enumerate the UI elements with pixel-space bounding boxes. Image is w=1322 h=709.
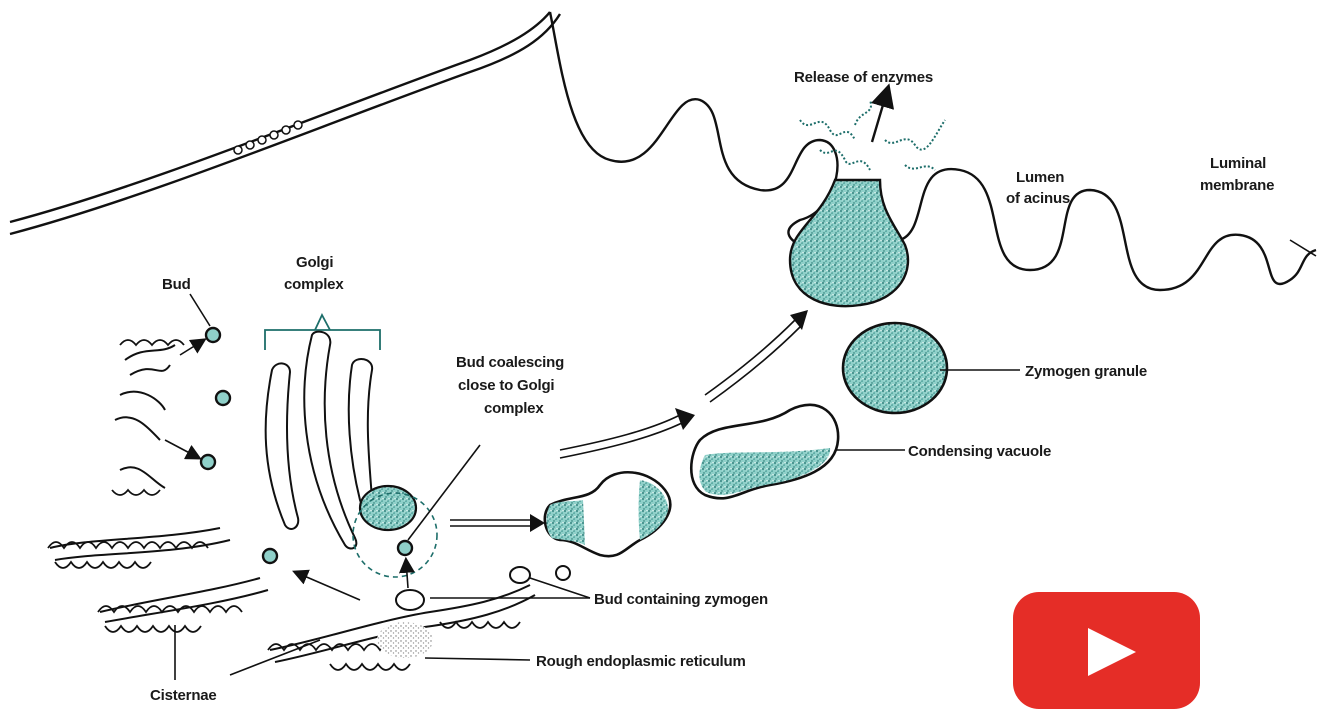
label-lumen-2: of acinus (1006, 190, 1070, 207)
label-zymogen-granule: Zymogen granule (1025, 363, 1147, 380)
label-condensing-vacuole: Condensing vacuole (908, 443, 1051, 460)
label-golgi-1: Golgi (296, 254, 333, 271)
label-luminal-2: membrane (1200, 177, 1274, 194)
label-bud: Bud (162, 276, 191, 293)
label-luminal-1: Luminal (1210, 155, 1266, 172)
golgi-complex (265, 315, 437, 577)
label-golgi-2: complex (284, 276, 344, 293)
cell-membrane-edge (10, 12, 560, 234)
label-lumen-1: Lumen (1016, 169, 1064, 186)
label-coalesce-1: Bud coalescing (456, 354, 564, 371)
label-rough-er: Rough endoplasmic reticulum (536, 653, 746, 670)
youtube-play-button[interactable] (1013, 592, 1200, 709)
label-coalesce-2: close to Golgi (458, 377, 554, 394)
zymogen-granule (843, 323, 947, 413)
label-cisternae: Cisternae (150, 687, 217, 704)
label-bud-zymogen: Bud containing zymogen (594, 591, 768, 608)
luminal-membrane (550, 12, 1316, 290)
label-release-enzymes: Release of enzymes (794, 69, 933, 86)
label-coalesce-3: complex (484, 400, 544, 417)
